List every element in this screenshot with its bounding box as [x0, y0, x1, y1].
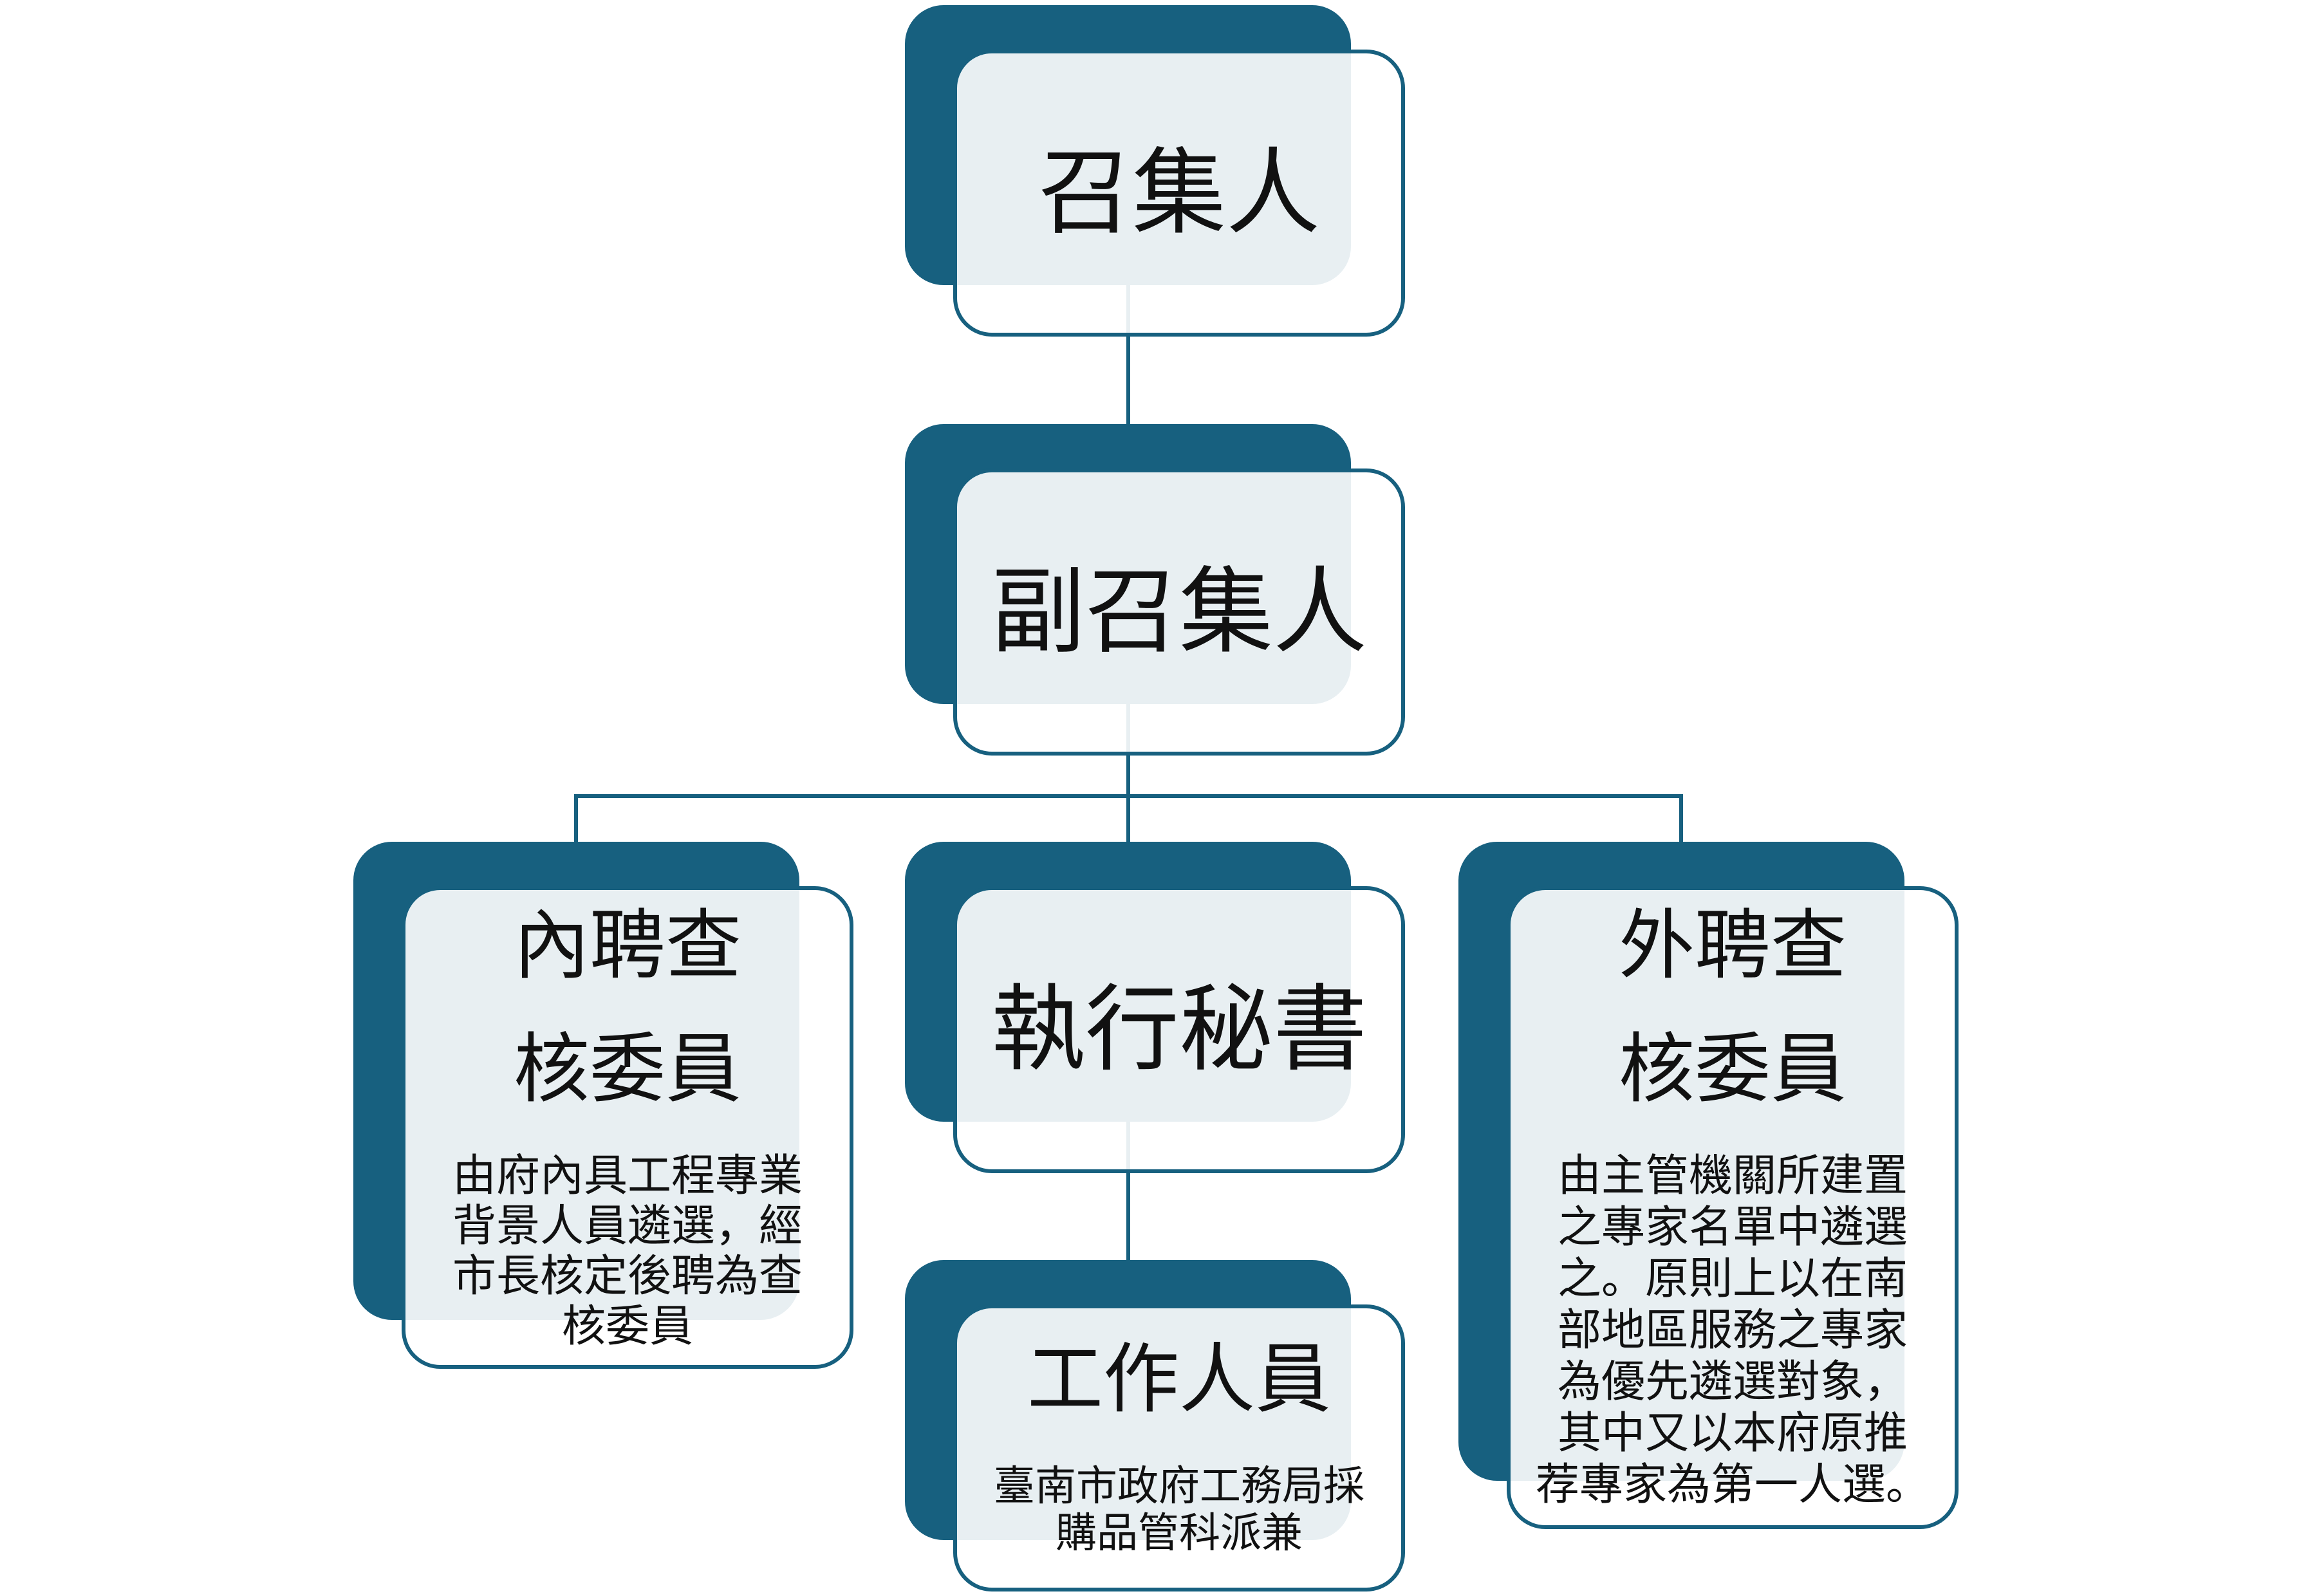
node-internal-auditors-description-line: 市長核定後聘為查	[452, 1251, 803, 1302]
node-internal-auditors-title-line: 內聘查	[513, 901, 741, 990]
node-internal-auditors-description-line: 背景人員遴選，經	[452, 1201, 803, 1252]
node-staff-description-line: 臺南市政府工務局採	[994, 1463, 1364, 1510]
node-external-auditors-description-line: 其中又以本府原推	[1557, 1408, 1908, 1459]
node-convener: 召集人	[953, 50, 1405, 337]
node-internal-auditors-title-line: 核委員	[513, 1025, 741, 1113]
node-external-auditors-description-line: 部地區服務之專家	[1557, 1305, 1908, 1356]
node-executive-secretary-title: 執行秘書	[991, 975, 1367, 1084]
node-internal-auditors-description: 由府內具工程專業 背景人員遴選，經 市長核定後聘為查 核委員	[405, 1151, 850, 1352]
node-external-auditors-description-line: 荐專家為第一人選。	[1535, 1460, 1930, 1510]
node-staff: 工作人員 臺南市政府工務局採 購品管科派兼	[953, 1304, 1405, 1591]
node-staff-description-line: 購品管科派兼	[1056, 1510, 1303, 1557]
node-internal-auditors: 內聘查 核委員 由府內具工程專業 背景人員遴選，經 市長核定後聘為查 核委員	[402, 886, 853, 1369]
node-internal-auditors-description-line: 由府內具工程專業	[452, 1151, 803, 1202]
node-external-auditors-description-line: 為優先遴選對象，	[1557, 1357, 1908, 1407]
node-convener-title: 召集人	[1038, 138, 1320, 248]
node-external-auditors-description-line: 之。原則上以在南	[1557, 1254, 1908, 1304]
connector-branch-bar	[574, 794, 1683, 842]
node-deputy-convener-title: 副召集人	[991, 557, 1367, 667]
node-external-auditors-title-line: 外聘查	[1618, 901, 1847, 990]
node-external-auditors-title-line: 核委員	[1618, 1025, 1847, 1113]
node-executive-secretary: 執行秘書	[953, 886, 1405, 1173]
node-external-auditors: 外聘查 核委員 由主管機關所建置 之專家名單中遴選 之。原則上以在南 部地區服務…	[1507, 886, 1959, 1529]
node-external-auditors-description-line: 之專家名單中遴選	[1557, 1202, 1908, 1253]
node-internal-auditors-description-line: 核委員	[561, 1301, 693, 1352]
node-external-auditors-description: 由主管機關所建置 之專家名單中遴選 之。原則上以在南 部地區服務之專家 為優先遴…	[1511, 1151, 1955, 1511]
node-staff-title: 工作人員	[1027, 1335, 1331, 1424]
node-external-auditors-description-line: 由主管機關所建置	[1557, 1151, 1908, 1202]
node-deputy-convener: 副召集人	[953, 469, 1405, 756]
node-staff-description: 臺南市政府工務局採 購品管科派兼	[957, 1463, 1401, 1557]
